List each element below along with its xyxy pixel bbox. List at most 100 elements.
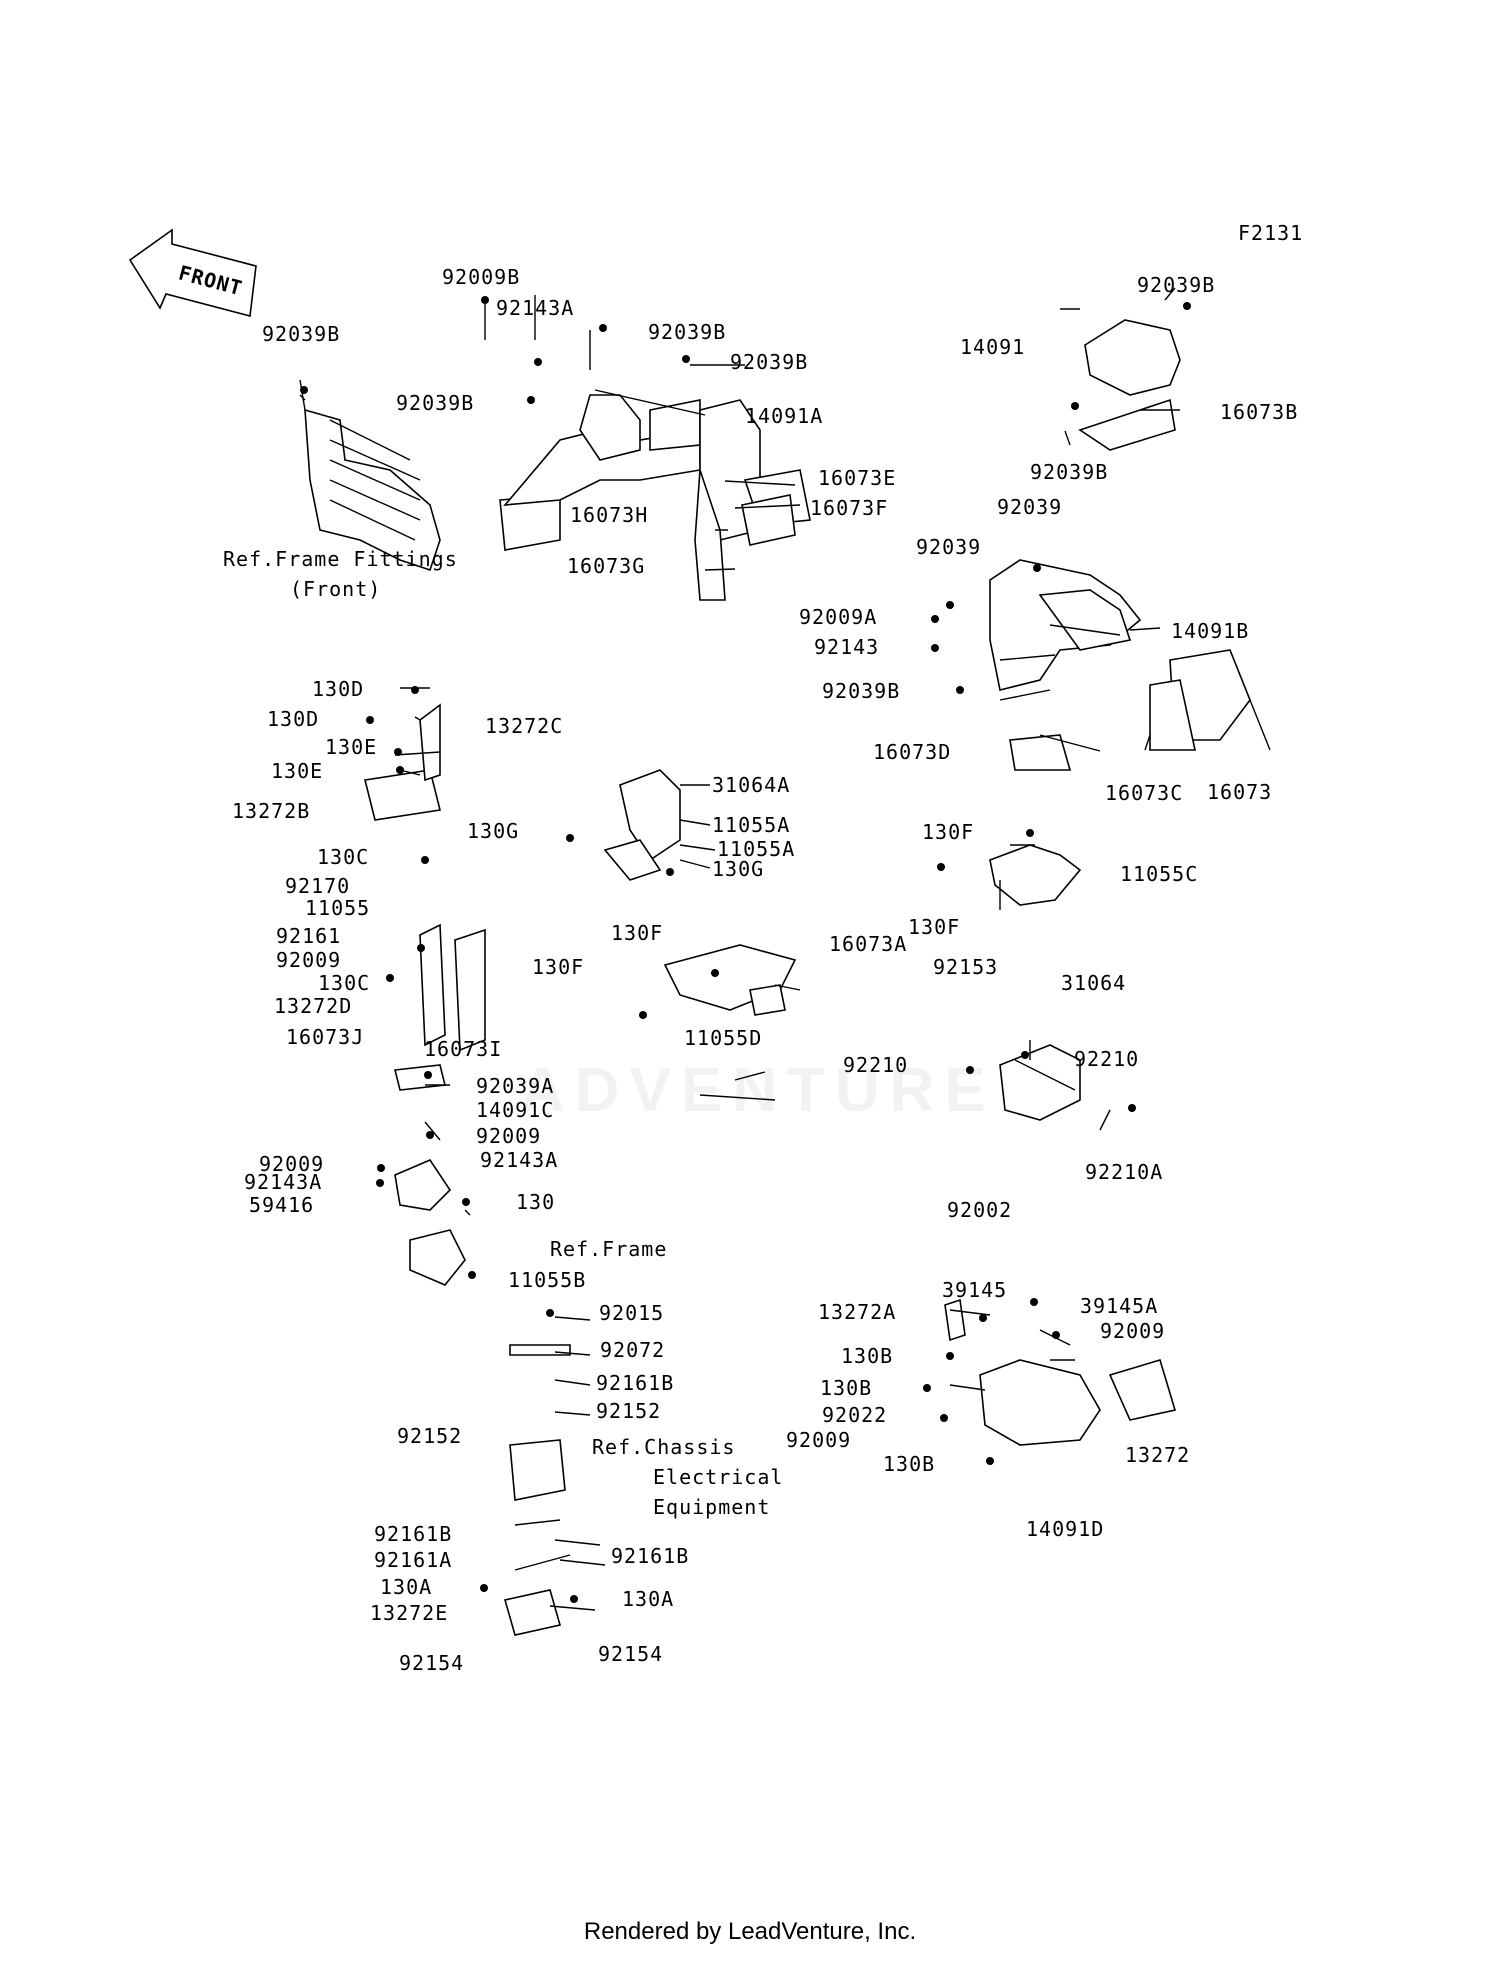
callout-label: 16073C [1105,781,1183,805]
diagram-code: F2131 [1238,221,1303,245]
callout-label: 16073D [873,740,951,764]
footer-credit: Rendered by LeadVenture, Inc. [583,1918,917,1945]
callout-label: 92161B [374,1522,452,1546]
callout-label: 130D [267,707,319,731]
callout-label: 31064 [1061,971,1126,995]
callout-label: 13272C [485,714,563,738]
ref-chassis-note-2: Electrical [653,1465,783,1489]
callout-label: 31064A [712,773,790,797]
callout-label: 13272B [232,799,310,823]
callout-label: 92039B [648,320,726,344]
callout-label: 92161 [276,924,341,948]
callout-label: 130B [820,1376,872,1400]
callout-label: 14091B [1171,619,1249,643]
callout-label: 11055 [305,896,370,920]
callout-label: 92170 [285,874,350,898]
callout-label: 59416 [249,1193,314,1217]
ref-frame-note: Ref.Frame [550,1237,667,1261]
callout-label: 92009 [1100,1319,1165,1343]
callout-label: 92152 [596,1399,661,1423]
callout-label: 92210 [1074,1047,1139,1071]
callout-label: 92015 [599,1301,664,1325]
callout-label: 130 [516,1190,555,1214]
callout-label: 16073 [1207,780,1272,804]
ref-frame-fittings-note: Ref.Frame Fittings [223,547,458,571]
callout-label: 130E [271,759,323,783]
right-bracket-assembly [989,844,1082,1121]
rear-cover-assembly [989,319,1251,771]
ref-frame-fittings-note-2: (Front) [290,577,381,601]
watermark: ADVENTURE [520,1056,996,1125]
callout-label: 130F [611,921,663,945]
callout-label: 130B [883,1452,935,1476]
callout-label: 92039B [1137,273,1215,297]
front-cover-assembly [299,394,811,601]
ref-chassis-note: Ref.Chassis [592,1435,735,1459]
callout-labels: 92039B 92009B 92143A 92039B 92039B 92039… [232,265,1298,1675]
callout-label: 16073G [567,554,645,578]
callout-label: 92009 [276,948,341,972]
callout-label: 92143A [244,1170,322,1194]
callout-label: 13272D [274,994,352,1018]
callout-label: 130F [908,915,960,939]
callout-label: 130A [380,1575,432,1599]
callout-label: 130E [325,735,377,759]
callout-label: 92210 [843,1053,908,1077]
callout-label: 130C [318,971,370,995]
callout-label: 92039B [1030,460,1108,484]
callout-label: 16073F [810,496,888,520]
callout-label: 92039B [822,679,900,703]
callout-label: 130C [317,845,369,869]
callout-label: 92039B [262,322,340,346]
callout-label: 92009 [259,1152,324,1176]
callout-label: 16073A [829,932,907,956]
callout-label: 130G [712,857,764,881]
center-brackets-assembly [394,1064,466,1286]
callout-label: 16073I [424,1037,502,1061]
callout-label: 92039A [476,1074,554,1098]
callout-label: 11055C [1120,862,1198,886]
callout-label: 92143A [480,1148,558,1172]
callout-label: 92009 [786,1428,851,1452]
callout-label: 11055A [717,837,795,861]
callout-label: 92154 [598,1642,663,1666]
callout-label: 16073H [570,503,648,527]
callout-label: 92009A [799,605,877,629]
callout-label: 92039B [396,391,474,415]
callout-label: 130A [622,1587,674,1611]
callout-label: 92210A [1085,1160,1163,1184]
callout-label: 92009 [476,1124,541,1148]
middle-brackets-assembly [364,703,797,1052]
callout-label: 16073J [286,1025,364,1049]
callout-label: 130F [922,820,974,844]
callout-label: 92161B [611,1544,689,1568]
callout-label: 92154 [399,1651,464,1675]
ref-chassis-note-3: Equipment [653,1495,770,1519]
callout-label: 16073B [1220,400,1298,424]
callout-label: 92143 [814,635,879,659]
callout-label: 13272E [370,1601,448,1625]
fastener-markers [300,296,1191,1603]
callout-label: 92039 [997,495,1062,519]
callout-label: 14091 [960,335,1025,359]
battery-assembly [503,1344,571,1636]
callout-label: 92152 [397,1424,462,1448]
callout-label: 92072 [600,1338,665,1362]
callout-label: 16073E [818,466,896,490]
callout-label: 11055A [712,813,790,837]
callout-label: 92153 [933,955,998,979]
lower-right-cover-assembly [944,1298,1177,1446]
callout-label: 11055D [684,1026,762,1050]
callout-label: 92039B [730,350,808,374]
callout-label: 92002 [947,1198,1012,1222]
callout-label: 92161A [374,1548,452,1572]
callout-label: 130G [467,819,519,843]
front-direction-arrow: FRONT [128,228,257,318]
callout-label: 14091D [1026,1517,1104,1541]
callout-label: 92143A [496,296,574,320]
callout-label: 92022 [822,1403,887,1427]
callout-label: 14091A [745,404,823,428]
callout-label: 130B [841,1344,893,1368]
callout-label: 92039 [916,535,981,559]
